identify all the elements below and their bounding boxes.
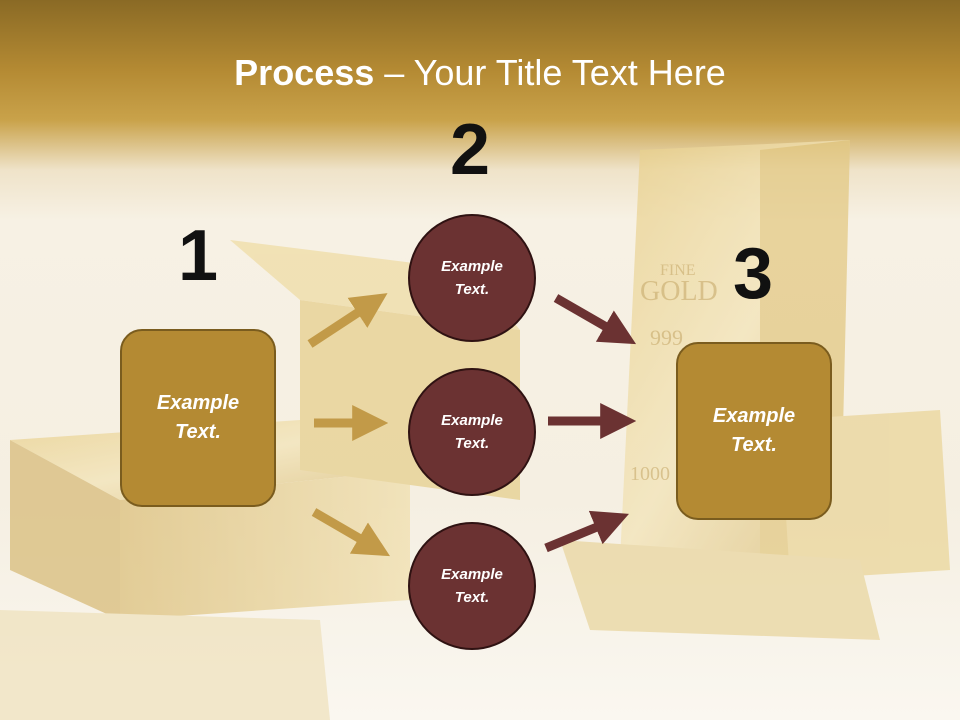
svg-text:FINE: FINE — [660, 262, 696, 279]
step-1-box: Example Text. — [120, 329, 276, 507]
title-bold: Process — [234, 52, 375, 93]
step-number-3: 3 — [733, 234, 774, 314]
circle-top-text: Example Text. — [441, 258, 503, 298]
step-3-text: Example Text. — [712, 405, 796, 456]
title-rest: – Your Title Text Here — [374, 52, 726, 93]
step-2-circle-middle: Example Text. — [408, 368, 536, 496]
step-number-1: 1 — [178, 216, 219, 296]
svg-text:1000: 1000 — [630, 463, 670, 485]
svg-text:GOLD: GOLD — [640, 276, 718, 307]
arrow-1-to-bottom — [311, 508, 391, 557]
arrow-bottom-to-3 — [544, 510, 629, 553]
arrow-1-to-top — [307, 293, 388, 348]
circle-middle-text: Example Text. — [441, 412, 503, 452]
circle-bottom-text: Example Text. — [441, 566, 503, 606]
step-2-circle-top: Example Text. — [408, 214, 536, 342]
step-1-text: Example Text. — [156, 392, 240, 443]
step-3-box: Example Text. — [676, 342, 832, 520]
svg-text:999: 999 — [650, 325, 683, 350]
arrow-top-to-3 — [553, 294, 637, 345]
step-2-circle-bottom: Example Text. — [408, 522, 536, 650]
slide-title: Process – Your Title Text Here — [0, 52, 960, 94]
step-number-2: 2 — [450, 110, 491, 190]
